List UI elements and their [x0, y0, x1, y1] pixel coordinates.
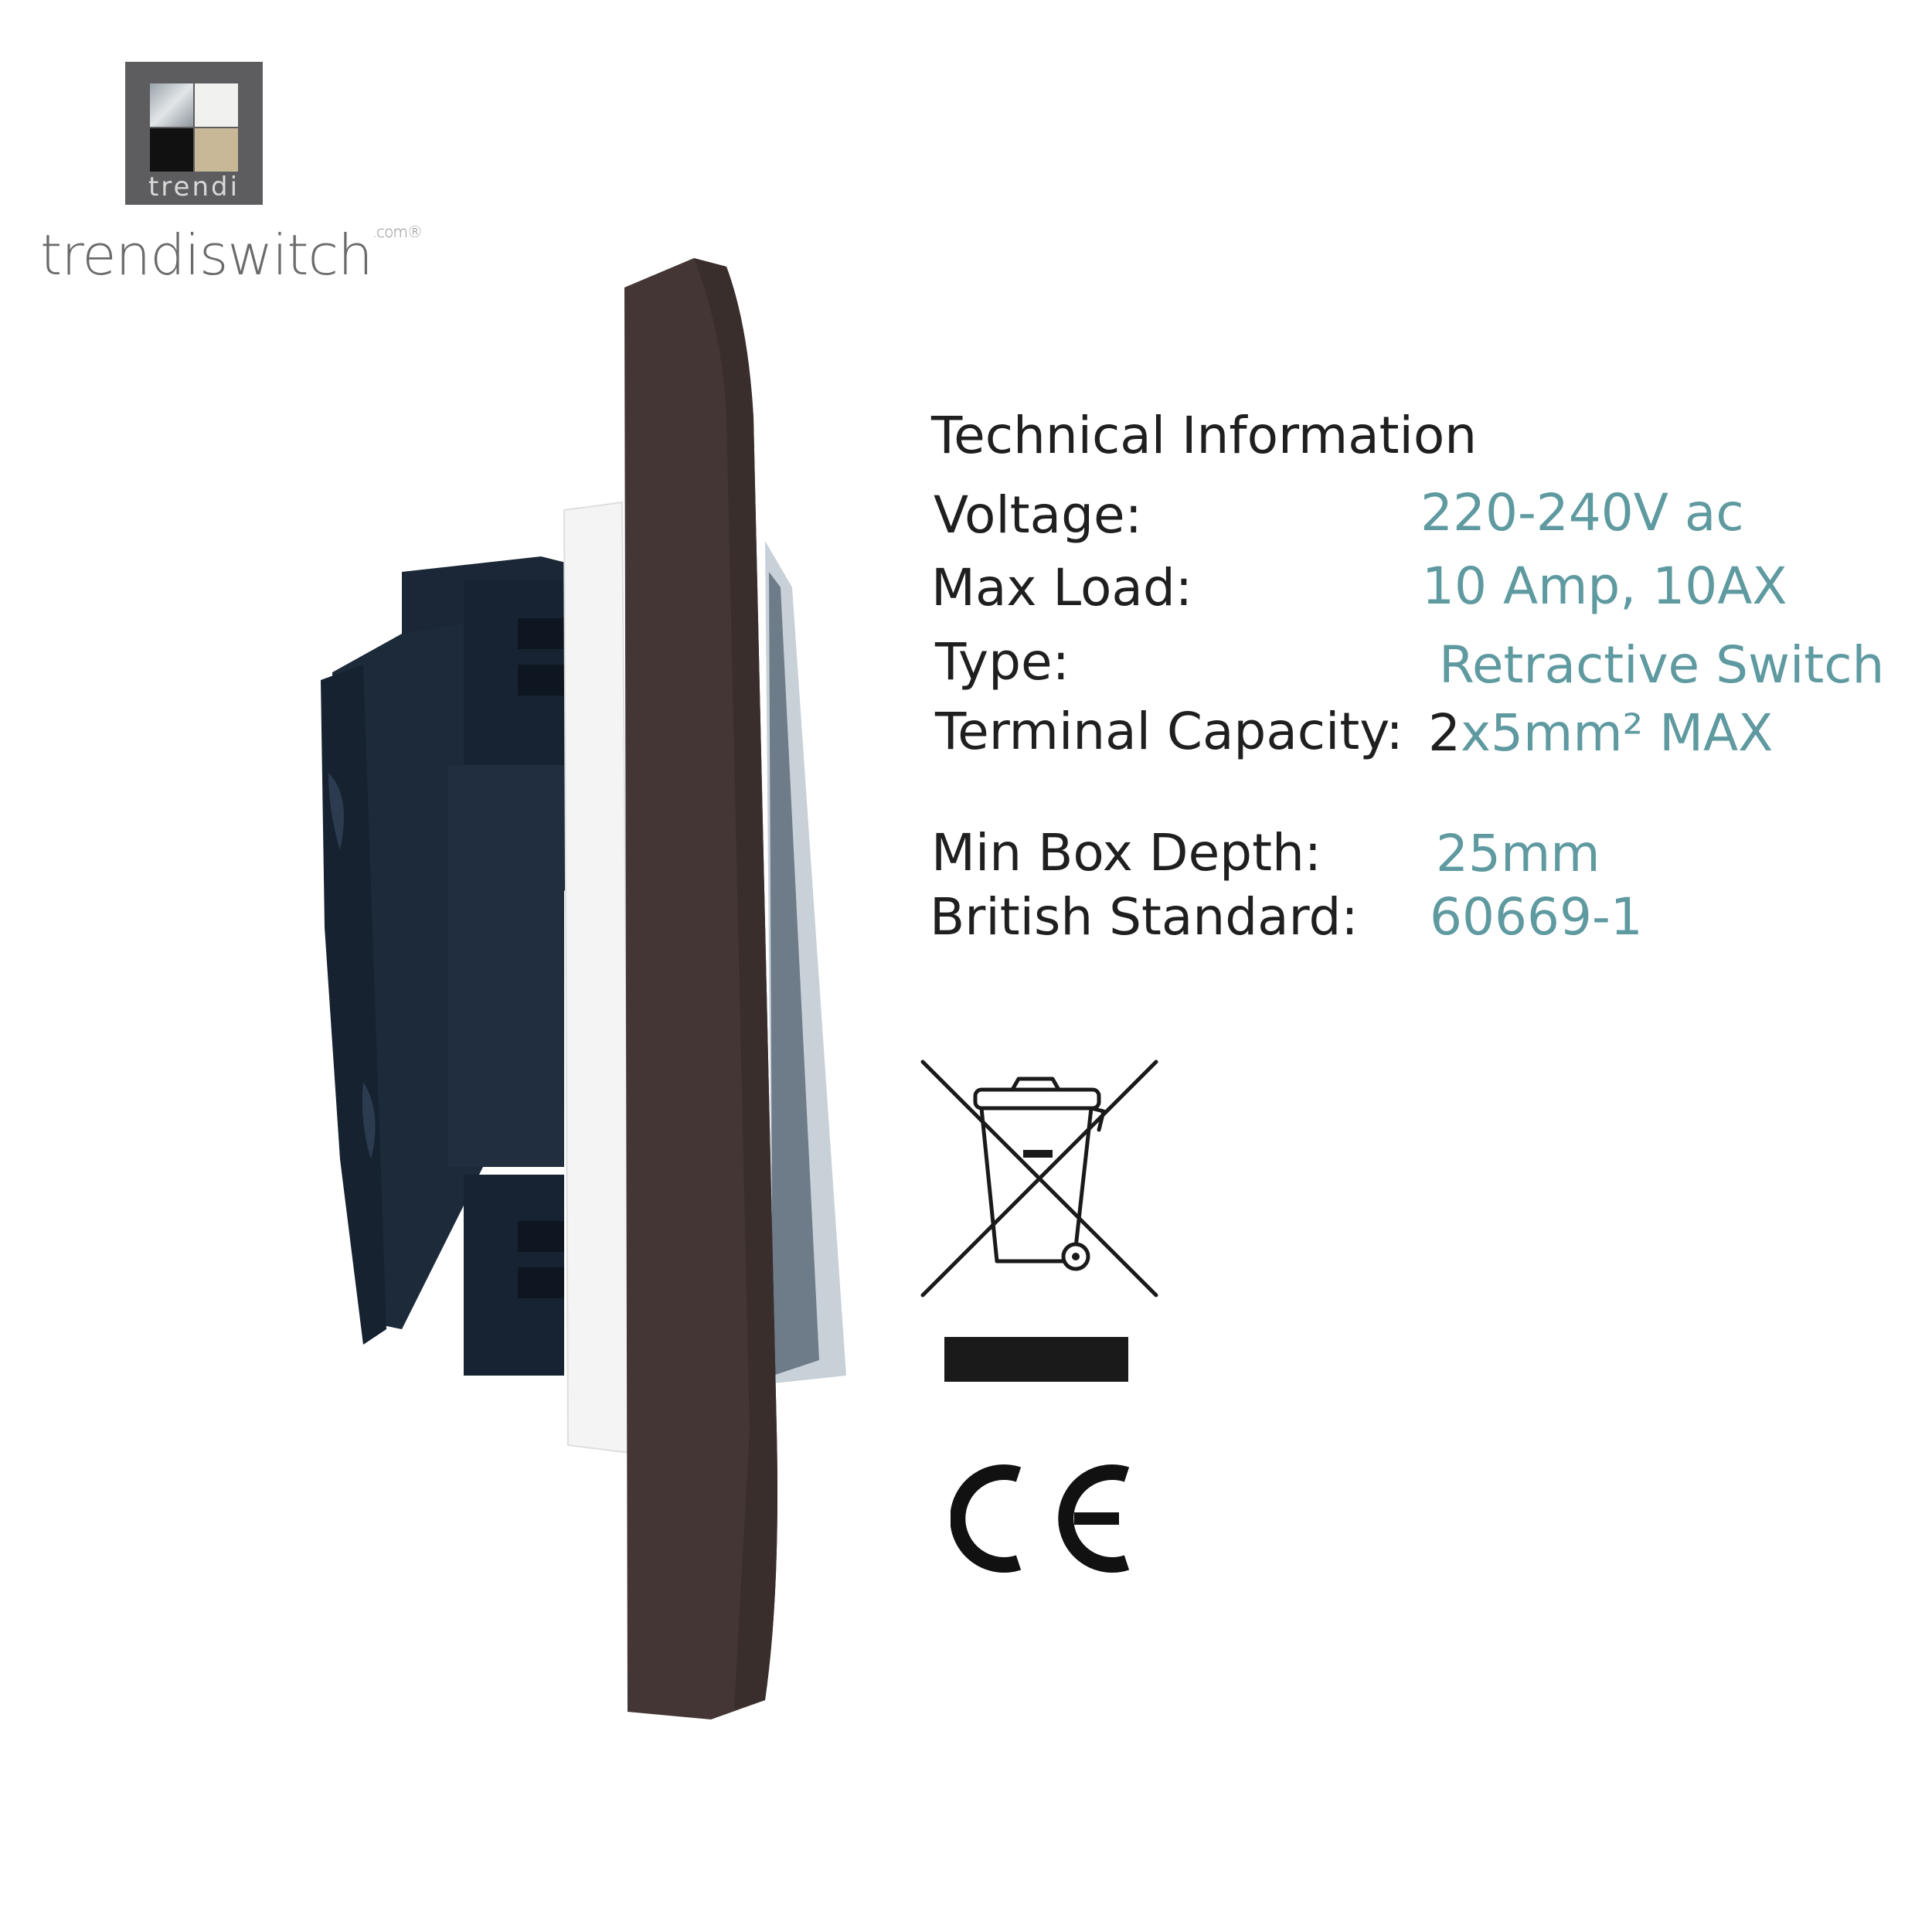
- brand-name: trendiswitch: [40, 223, 373, 287]
- spec-value-terminal-rest: x5mm² MAX: [1461, 703, 1774, 763]
- spec-value-type: Retractive Switch: [1439, 635, 1885, 695]
- brand-suffix: .com®: [372, 223, 423, 241]
- brand-wordmark: trendiswitch.com®: [40, 223, 423, 287]
- spec-value-terminal-lead: 2: [1428, 703, 1461, 763]
- spec-value-voltage: 220-240V ac: [1420, 483, 1744, 543]
- spec-title: Technical Information: [931, 406, 1478, 465]
- switch-side-view: [321, 258, 846, 1719]
- logo-tile-cream: [195, 128, 238, 172]
- logo-tile-chrome: [150, 83, 193, 127]
- spec-value-british-standard: 60669-1: [1430, 887, 1643, 947]
- spec-label-british-standard: British Standard:: [930, 887, 1359, 947]
- spec-value-min-box-depth: 25mm: [1436, 824, 1600, 883]
- trendi-logo-badge: trendi: [125, 62, 263, 205]
- switch-bezel: [563, 501, 631, 1454]
- spec-label-voltage: Voltage:: [934, 485, 1142, 545]
- ce-mark-icon: [951, 1464, 1130, 1573]
- spec-label-terminal-capacity: Terminal Capacity:: [935, 702, 1403, 761]
- weee-bar: [944, 1337, 1128, 1382]
- spec-label-max-load: Max Load:: [931, 558, 1192, 617]
- logo-tile-white: [195, 83, 238, 127]
- logo-tile-black: [150, 128, 193, 172]
- spec-label-min-box-depth: Min Box Depth:: [931, 823, 1322, 883]
- logo-badge-text: trendi: [148, 172, 240, 202]
- spec-label-type: Type:: [935, 632, 1070, 692]
- spec-value-terminal-capacity: 2x5mm² MAX: [1428, 703, 1773, 763]
- weee-crossed-bin-icon: [920, 1060, 1158, 1298]
- switch-back-module: [321, 556, 572, 1376]
- spec-value-max-load: 10 Amp, 10AX: [1422, 556, 1787, 616]
